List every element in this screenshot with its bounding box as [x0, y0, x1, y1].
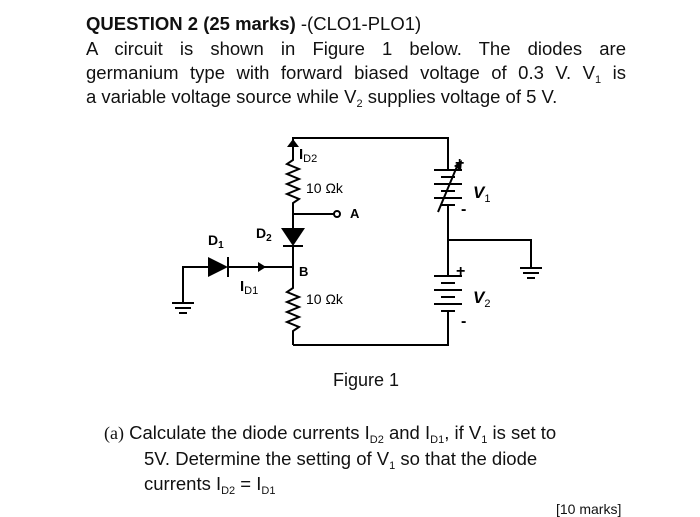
i-d1-arrow: [258, 262, 266, 272]
question-intro: A circuit is shown in Figure 1 below. Th…: [86, 37, 626, 110]
part-a-l1c: , if V: [444, 422, 482, 443]
label-v2-minus: -: [461, 313, 466, 330]
v1-variable-arrow: [437, 163, 459, 213]
marks-label-cut: [10 marks]: [556, 501, 622, 517]
part-a-l3-sub1: D2: [221, 485, 236, 497]
label-d2: D2: [256, 225, 272, 244]
intro-v1-sub: 1: [595, 74, 602, 86]
label-v1-plus: +: [455, 155, 464, 172]
part-a: (a) Calculate the diode currents ID2 and…: [104, 420, 556, 497]
label-i-d1: ID1: [240, 278, 258, 297]
part-a-line-2: 5V. Determine the setting of V1 so that …: [104, 446, 556, 472]
part-a-l3-sub2: D1: [261, 485, 276, 497]
intro-line-2: germanium type with forward biased volta…: [86, 61, 626, 86]
i-d2-arrow: [287, 139, 299, 147]
label-r2: 10 Ωk: [306, 291, 344, 307]
intro-line-3-end: supplies voltage of 5 V.: [362, 86, 558, 107]
label-v1-minus: -: [461, 201, 466, 218]
figure-caption: Figure 1: [333, 370, 400, 390]
part-a-line-3: currents ID2 = ID1: [104, 471, 556, 497]
right-ground-wire: [448, 239, 532, 268]
intro-line-2-text: germanium type with forward biased volta…: [86, 62, 596, 83]
d1-diode: [208, 257, 228, 277]
label-v2-plus: +: [456, 263, 465, 280]
resistor-1: [284, 145, 302, 214]
part-a-l1b: and I: [383, 422, 431, 443]
part-a-sub-d2: D2: [369, 434, 384, 446]
label-d1: D1: [208, 232, 224, 251]
part-a-l3b: = I: [235, 473, 262, 494]
question-number: QUESTION 2 (25 marks): [86, 13, 296, 34]
resistor-2: [284, 280, 302, 345]
part-a-l2-sub: 1: [389, 460, 396, 472]
question-heading: QUESTION 2 (25 marks) -(CLO1-PLO1): [86, 12, 421, 36]
label-v1: V1: [473, 183, 490, 205]
intro-v2-sub: 2: [356, 98, 363, 110]
intro-line-3-text: a variable voltage source while V: [86, 86, 357, 107]
intro-line-2-end: is: [601, 62, 626, 83]
label-r1: 10 Ωk: [306, 180, 344, 196]
part-a-l1d: is set to: [487, 422, 557, 443]
node-a-terminal: [333, 210, 341, 218]
label-node-b: B: [299, 264, 308, 279]
label-i-d2: ID2: [299, 146, 317, 165]
part-a-tag: (a): [104, 423, 124, 443]
part-a-l2a: 5V. Determine the setting of V: [144, 448, 390, 469]
part-a-l2b: so that the diode: [395, 448, 538, 469]
part-a-l3a: currents I: [144, 473, 222, 494]
part-a-l1a: Calculate the diode currents I: [123, 422, 370, 443]
part-a-line-1: (a) Calculate the diode currents ID2 and…: [104, 420, 556, 446]
bottom-wire: [293, 320, 449, 346]
intro-line-3: a variable voltage source while V2 suppl…: [86, 85, 626, 110]
label-v2: V2: [473, 288, 490, 310]
part-a-sub-v1: 1: [481, 434, 488, 446]
v1-arrow-head: [454, 160, 462, 171]
label-node-a: A: [350, 206, 360, 221]
intro-line-1: A circuit is shown in Figure 1 below. Th…: [86, 38, 626, 59]
question-clo: -(CLO1-PLO1): [295, 13, 422, 34]
part-a-sub-d1: D1: [430, 434, 445, 446]
d1-left-wire: [182, 266, 208, 295]
d2-diode: [281, 228, 305, 246]
